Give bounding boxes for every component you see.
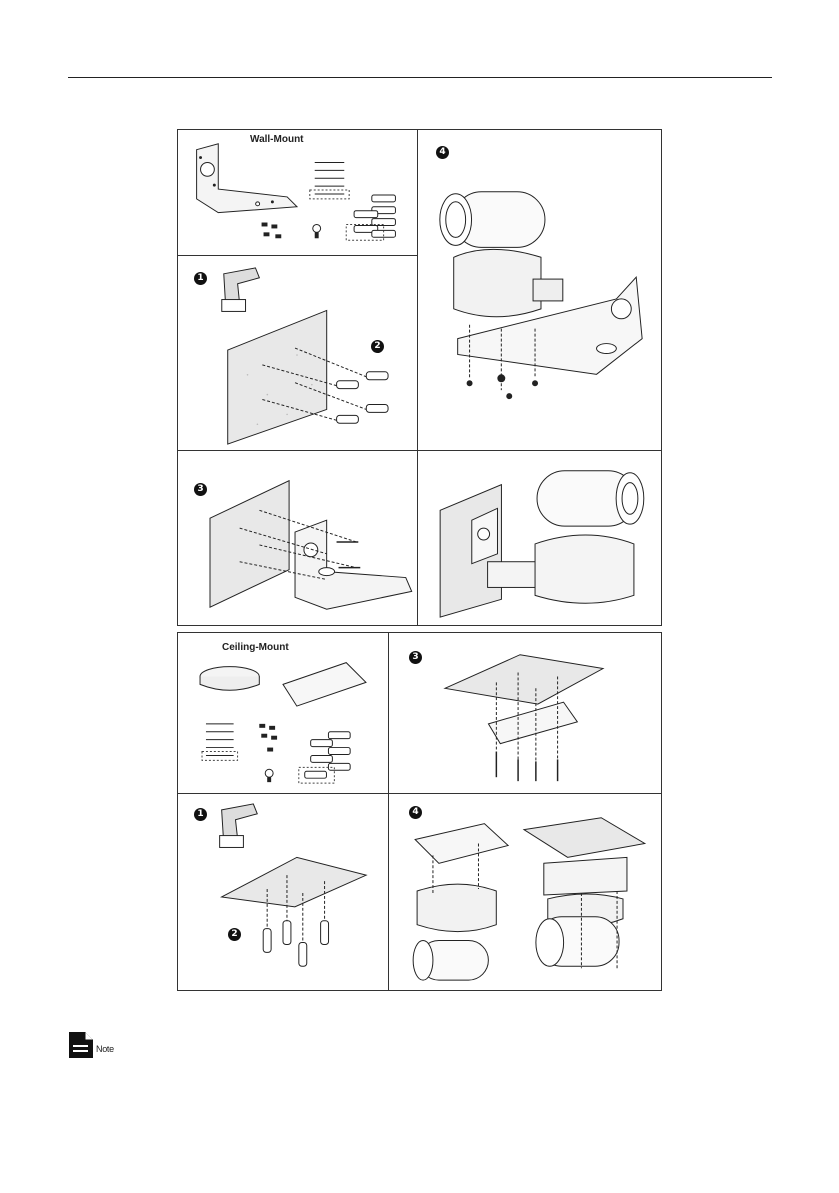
wall-bracket-install-illustration: [178, 451, 417, 625]
wall-drill-illustration: [178, 256, 417, 450]
ceiling-step3-panel: 3: [388, 632, 662, 794]
ceiling-step4-panel: 4: [388, 793, 662, 991]
ceiling-camera-attach-illustration: [389, 794, 661, 990]
wall-camera-attach-illustration: [418, 130, 661, 450]
wall-step1-panel: 1 2: [177, 255, 418, 451]
ceiling-step1-panel: 1 2: [177, 793, 389, 991]
ceiling-parts-illustration: [178, 633, 388, 793]
ceiling-parts-panel: Ceiling-Mount: [177, 632, 389, 794]
wall-step3-panel: 3: [177, 450, 418, 626]
header-rule: [68, 77, 772, 78]
wall-final-panel: [417, 450, 662, 626]
wall-camera-final-illustration: [418, 451, 661, 625]
ceiling-drill-illustration: [178, 794, 388, 990]
wall-step4-panel: 4: [417, 129, 662, 451]
note-label: Note: [96, 1044, 114, 1054]
wall-parts-panel: Wall-Mount: [177, 129, 418, 256]
ceiling-plate-install-illustration: [389, 633, 661, 793]
note-document-icon: [68, 1031, 94, 1059]
wall-parts-illustration: [178, 130, 417, 255]
